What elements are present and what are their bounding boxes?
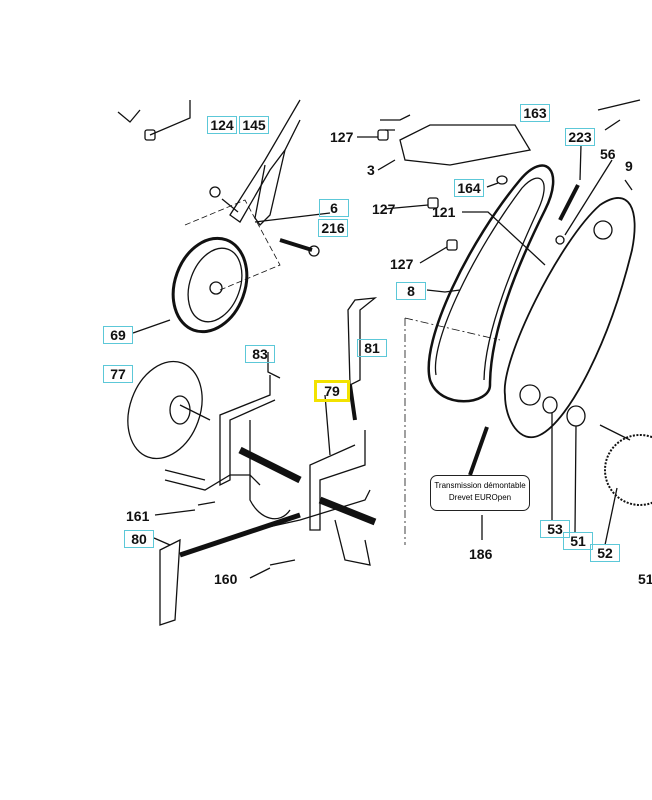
callout-51[interactable]: 51 bbox=[563, 532, 593, 550]
callout-53[interactable]: 53 bbox=[540, 520, 570, 538]
label-186: 186 bbox=[469, 546, 493, 562]
label-51: 51 bbox=[638, 571, 652, 587]
wheel bbox=[171, 236, 249, 334]
callout-69[interactable]: 69 bbox=[103, 326, 133, 344]
sprocket bbox=[604, 434, 652, 506]
callout-163[interactable]: 163 bbox=[520, 104, 550, 122]
callout-80[interactable]: 80 bbox=[124, 530, 154, 548]
label-127: 127 bbox=[330, 129, 354, 145]
callout-83[interactable]: 83 bbox=[245, 345, 275, 363]
label-121: 121 bbox=[432, 204, 456, 220]
label-56: 56 bbox=[600, 146, 616, 162]
cover-plate bbox=[399, 124, 532, 166]
callout-52[interactable]: 52 bbox=[590, 544, 620, 562]
callout-6[interactable]: 6 bbox=[319, 199, 349, 217]
nut-icon bbox=[144, 129, 156, 141]
label-127: 127 bbox=[390, 256, 414, 272]
plate-line-2: Drevet EUROpen bbox=[448, 493, 512, 502]
callout-164[interactable]: 164 bbox=[454, 179, 484, 197]
side-disc bbox=[127, 360, 203, 460]
chain-case bbox=[503, 197, 636, 438]
callout-81[interactable]: 81 bbox=[357, 339, 387, 357]
callout-124[interactable]: 124 bbox=[207, 116, 237, 134]
callout-77[interactable]: 77 bbox=[103, 365, 133, 383]
label-127: 127 bbox=[372, 201, 396, 217]
tiller-tines bbox=[127, 297, 378, 626]
label-9: 9 bbox=[625, 158, 633, 174]
drive-belt bbox=[427, 164, 555, 403]
label-161: 161 bbox=[126, 508, 150, 524]
callout-223[interactable]: 223 bbox=[565, 128, 595, 146]
transmission-plate: Transmission démontable Drevet EUROpen bbox=[430, 475, 530, 511]
callout-79-highlighted[interactable]: 79 bbox=[314, 380, 350, 402]
callout-145[interactable]: 145 bbox=[239, 116, 269, 134]
label-160: 160 bbox=[214, 571, 238, 587]
plate-line-1: Transmission démontable bbox=[434, 481, 526, 490]
label-3: 3 bbox=[367, 162, 375, 178]
callout-8[interactable]: 8 bbox=[396, 282, 426, 300]
callout-216[interactable]: 216 bbox=[318, 219, 348, 237]
